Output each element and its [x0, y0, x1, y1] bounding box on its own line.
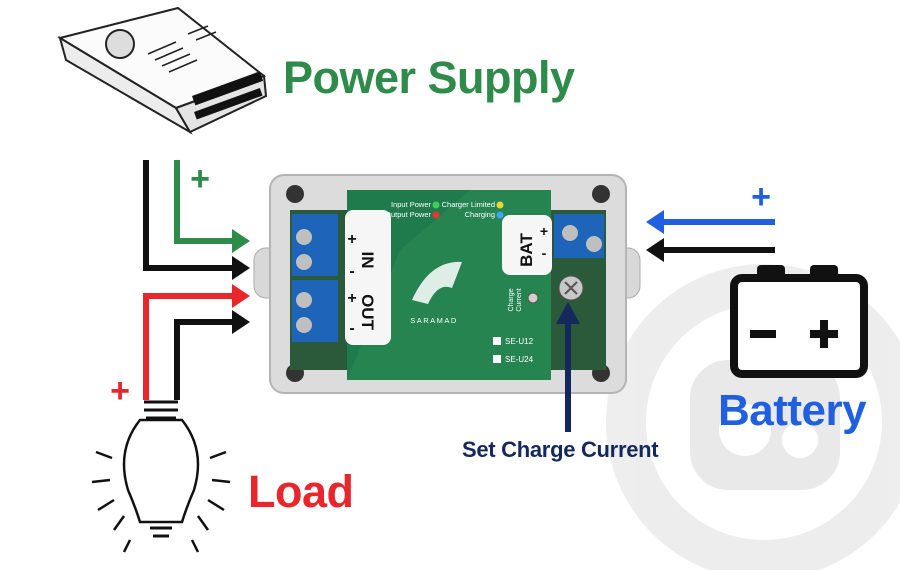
- input-negative-arrow: [232, 256, 250, 280]
- battery-negative-arrow: [646, 238, 664, 262]
- svg-text:BAT: BAT: [517, 233, 536, 267]
- charge-current-label: Charge Current: [508, 288, 523, 311]
- saramad-logo-icon: [412, 261, 462, 304]
- battery-plus-sign: +: [751, 178, 771, 216]
- supply-plus-sign: +: [190, 160, 210, 198]
- light-bulb-icon: [91, 400, 231, 553]
- bat-plus-sign: +: [540, 223, 548, 239]
- brand-label: SARAMAD: [410, 316, 458, 325]
- power-supply-icon: [57, 6, 268, 135]
- model-2-label: SE-U24: [505, 355, 534, 364]
- in-plus-sign: +: [347, 231, 356, 248]
- set-charge-current-label: Set Charge Current: [462, 437, 659, 462]
- svg-text:OUT: OUT: [358, 294, 377, 331]
- load-wires: [143, 293, 236, 400]
- bat-terminal-label: BAT: [517, 233, 536, 267]
- out-minus-sign: -: [349, 320, 354, 337]
- load-plus-sign: +: [110, 372, 130, 410]
- output-positive-arrow: [232, 284, 250, 308]
- input-positive-arrow: [232, 229, 250, 253]
- battery-icon: [730, 265, 868, 378]
- output-negative-arrow: [232, 310, 250, 334]
- set-charge-current-arrow: [556, 302, 580, 432]
- svg-text:Charge: Charge: [508, 288, 515, 311]
- svg-text:Current: Current: [516, 288, 523, 311]
- charger-module: [253, 174, 641, 394]
- bat-minus-sign: -: [542, 245, 547, 261]
- svg-text:IN: IN: [358, 252, 377, 269]
- battery-positive-arrow: [646, 210, 664, 234]
- load-label: Load: [248, 466, 354, 517]
- in-minus-sign: -: [349, 263, 354, 280]
- out-terminal-label: OUT: [358, 294, 377, 331]
- in-terminal-label: IN: [358, 252, 377, 269]
- out-plus-sign: +: [347, 290, 356, 307]
- led-charging-label: Charging: [465, 210, 495, 219]
- power-supply-wires: [143, 160, 236, 271]
- battery-wires: [660, 219, 775, 253]
- led-charger-limited-label: Charger Limited: [442, 200, 495, 209]
- charge-current-pot-icon: [527, 292, 539, 304]
- power-supply-label: Power Supply: [283, 52, 575, 103]
- model-1-label: SE-U12: [505, 337, 534, 346]
- battery-label: Battery: [718, 386, 867, 435]
- led-input-power-label: Input Power: [391, 200, 432, 209]
- led-output-power-label: Output Power: [385, 210, 431, 219]
